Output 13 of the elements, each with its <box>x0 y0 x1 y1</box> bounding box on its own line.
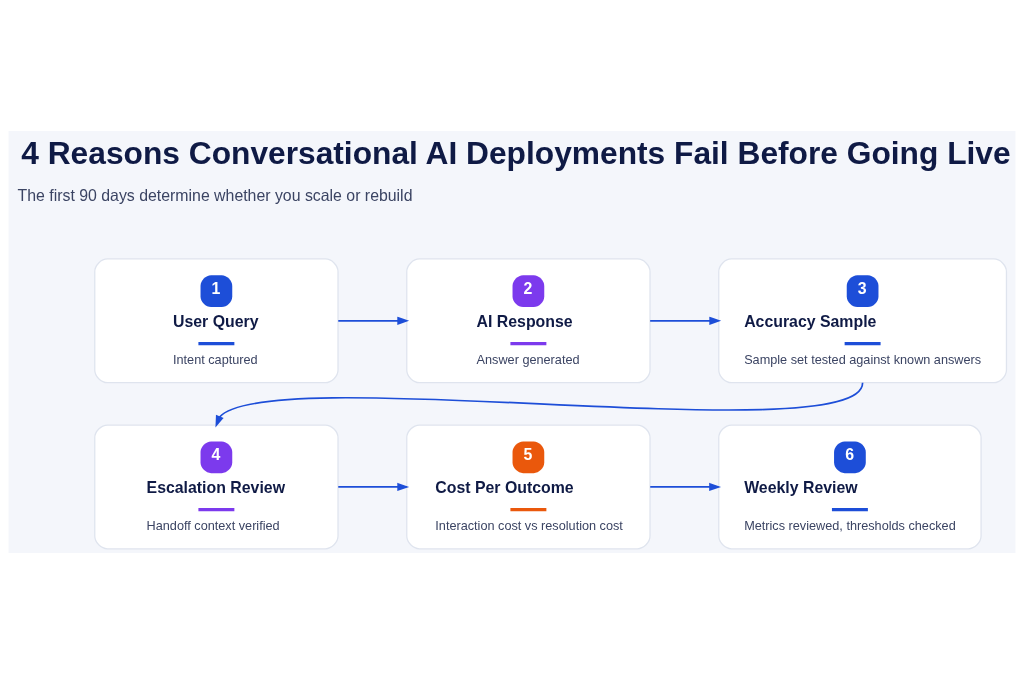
label: The first 90 days determine whether you scale or rebuild <box>17 186 413 204</box>
node-box: 3 Accuracy Sample Sample set tested against known answers <box>718 257 1008 383</box>
node-box: 4 Escalation Review Handoff context verified <box>94 423 339 549</box>
node-box: 5 Cost Per Outcome Interaction cost vs resolution cost <box>406 423 651 549</box>
diagram-title: 4 Reasons Conversational AI Deployments Fail Before Going Live <box>21 134 1011 171</box>
arrow <box>215 381 864 427</box>
arrow <box>649 482 722 491</box>
arrow <box>337 482 410 491</box>
node-box: 2 AI Response Answer generated <box>406 257 651 383</box>
arrow <box>649 316 722 325</box>
arrow <box>337 316 410 325</box>
node-box: 6 Weekly Review Metrics reviewed, thresholds checked <box>718 423 982 549</box>
node-box: 1 User Query Intent captured <box>94 257 339 383</box>
